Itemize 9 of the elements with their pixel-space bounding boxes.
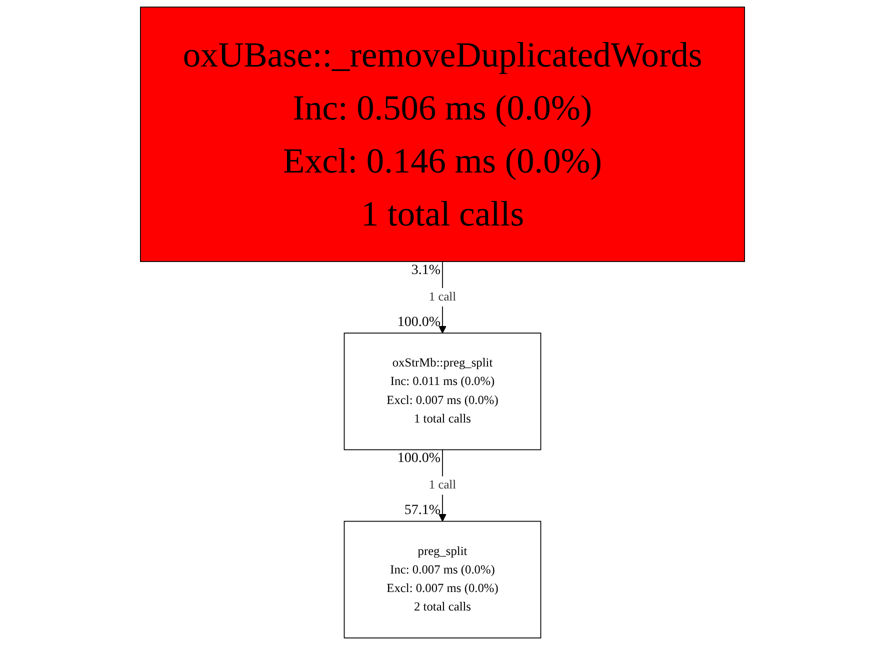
edge-label: 1 call (428, 478, 456, 492)
node-box: oxStrMb::preg_split Inc: 0.011 ms (0.0%) Excl: 0.007 ms (0.0%) 1 total calls (344, 332, 542, 450)
node-box: preg_split Inc: 0.007 ms (0.0%) Excl: 0.007 ms (0.0%) 2 total calls (344, 520, 542, 638)
edge-label: 1 call (428, 290, 456, 304)
percentage-label: 3.1% (411, 262, 440, 279)
percentage-label: 100.0% (397, 450, 440, 467)
percentage-label: 100.0% (397, 315, 440, 332)
percentage-label: 57.1% (404, 503, 440, 520)
node-box: oxUBase::_removeDuplicatedWords Inc: 0.506 ms (0.0%) Excl: 0.146 ms (0.0%) 1 total calls (140, 6, 745, 262)
